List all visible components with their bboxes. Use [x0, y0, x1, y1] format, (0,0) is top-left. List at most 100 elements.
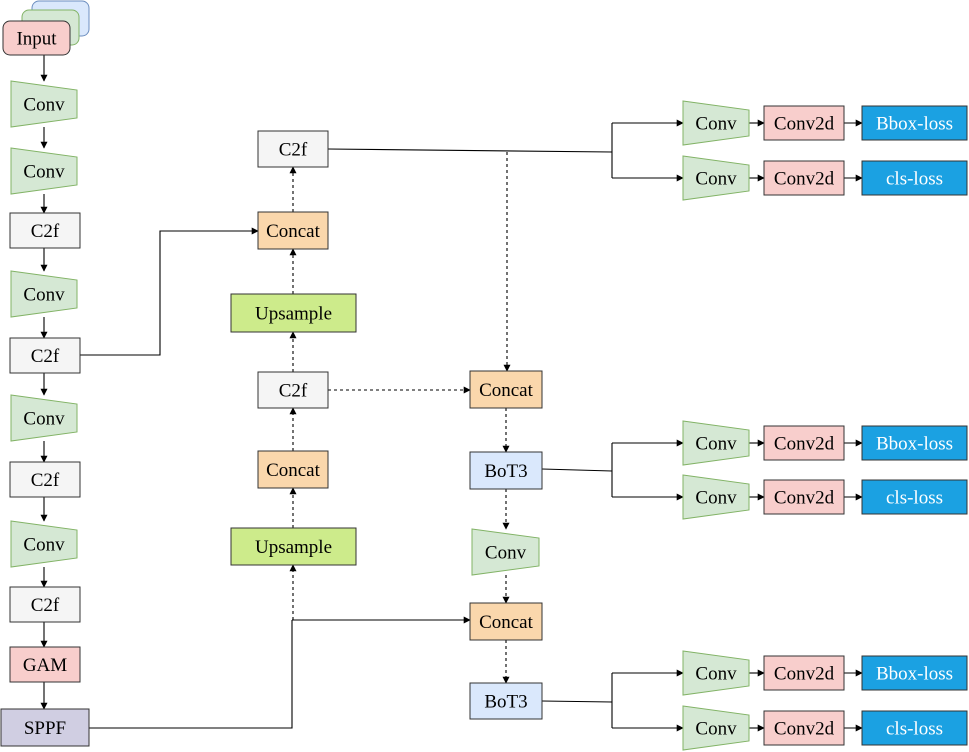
head-1-row-2-conv-shape	[682, 155, 750, 201]
head-2-row-1-conv2d-box	[763, 425, 845, 461]
backbone-conv-8: Conv	[10, 520, 78, 568]
backbone-c2f-7: C2f	[9, 461, 81, 498]
head-1-row-1-loss-label: Bbox-loss	[876, 114, 953, 135]
head-2-row-1-loss: Bbox-loss	[861, 425, 968, 461]
neck-conv-label: Conv	[485, 543, 527, 564]
head-1-row-1-conv-label: Conv	[695, 114, 737, 135]
head-1-row-1-conv2d-label: Conv2d	[774, 114, 835, 135]
backbone-c2f-7-label: C2f	[31, 470, 60, 491]
neck-concat-4-label: Concat	[479, 612, 534, 633]
backbone-conv-6: Conv	[10, 394, 78, 442]
backbone-sppf-11-label: SPPF	[24, 718, 66, 739]
neck-bot3-2-box	[469, 682, 543, 720]
neck-bot3-1-label: BoT3	[484, 461, 527, 482]
head-1-row-2-conv2d-label: Conv2d	[774, 169, 835, 190]
edge-bot3-1-to-head2	[541, 468, 613, 472]
edge-bot3-2-to-head3	[541, 700, 613, 703]
neck-conv-shape	[471, 528, 540, 576]
neck-bot3-1-box	[469, 451, 543, 490]
head-2-row-2-conv-shape	[682, 474, 750, 520]
neck-c2f-mid-label: C2f	[279, 381, 308, 402]
head-1-row-2-loss-label: cls-loss	[886, 169, 943, 190]
edge-sppf-trunk	[89, 620, 293, 729]
head-1-row-2-conv2d: Conv2d	[763, 160, 845, 196]
neck-bot3-2: BoT3	[469, 682, 543, 720]
backbone-conv-6-label: Conv	[23, 409, 65, 430]
backbone-c2f-9-box	[9, 586, 81, 623]
head-3-row-1-loss-box	[861, 655, 968, 691]
neck-upsample-1: Upsample	[230, 293, 357, 333]
head-1-row-1-loss: Bbox-loss	[861, 105, 968, 141]
backbone-conv-4-label: Conv	[23, 285, 65, 306]
head-3-row-1-loss: Bbox-loss	[861, 655, 968, 691]
input-block-label: Input	[16, 29, 57, 50]
backbone-c2f-3-label: C2f	[31, 221, 60, 242]
head-3-row-2-conv2d: Conv2d	[763, 710, 845, 746]
neck-c2f-top: C2f	[257, 130, 329, 168]
backbone-c2f-7-box	[9, 461, 81, 498]
neck-concat-4-box	[469, 602, 543, 641]
edge-backbone-c2f-to-concat1	[80, 227, 259, 356]
head-1-row-2-conv: Conv	[682, 155, 750, 201]
head-3-row-2-loss-box	[861, 710, 968, 746]
head-2-row-1-loss-box	[861, 425, 968, 461]
neck-bot3-1: BoT3	[469, 451, 543, 490]
head-3-row-1-conv2d-box	[763, 655, 845, 691]
backbone-gam-10-box	[9, 646, 81, 683]
head-1-row-1-conv2d-box	[763, 105, 845, 141]
neck-c2f-top-box	[257, 130, 329, 168]
head-1-row-2-loss-box	[861, 160, 968, 196]
backbone-conv-1-label: Conv	[23, 95, 65, 116]
neck-concat-2-label: Concat	[266, 460, 321, 481]
head-2-row-1-loss-label: Bbox-loss	[876, 434, 953, 455]
head-1-row-2-conv-label: Conv	[695, 169, 737, 190]
neck-concat-3-box	[469, 370, 543, 409]
head-1-row-1-conv2d: Conv2d	[763, 105, 845, 141]
backbone-c2f-3: C2f	[9, 212, 81, 249]
head-3-row-1-conv2d-label: Conv2d	[774, 664, 835, 685]
neck-concat-3: Concat	[469, 370, 543, 409]
backbone-c2f-5: C2f	[9, 337, 81, 374]
head-3-row-1-conv: Conv	[682, 650, 750, 696]
neck-bot3-2-label: BoT3	[484, 692, 527, 713]
head-3-row-2-conv-shape	[682, 705, 750, 751]
backbone-conv-4: Conv	[10, 270, 78, 318]
head-2-row-2-conv2d-label: Conv2d	[774, 488, 835, 509]
head-2-row-1-conv2d-label: Conv2d	[774, 434, 835, 455]
backbone-c2f-9-label: C2f	[31, 595, 60, 616]
head-1-row-2-loss: cls-loss	[861, 160, 968, 196]
head-2-row-2-loss-label: cls-loss	[886, 488, 943, 509]
backbone-conv-1-shape	[10, 80, 78, 128]
backbone-conv-4-shape	[10, 270, 78, 318]
neck-c2f-mid: C2f	[257, 371, 329, 409]
head-3-row-1-conv-shape	[682, 650, 750, 696]
backbone-c2f-9: C2f	[9, 586, 81, 623]
neck-conv: Conv	[471, 528, 540, 576]
head-3-row-1-loss-label: Bbox-loss	[876, 664, 953, 685]
neck-c2f-top-label: C2f	[279, 140, 308, 161]
head-3-row-1-conv-label: Conv	[695, 664, 737, 685]
backbone-conv-2: Conv	[10, 147, 78, 195]
head-1-row-1-conv: Conv	[682, 100, 750, 146]
head-1-row-2-conv2d-box	[763, 160, 845, 196]
backbone-conv-6-shape	[10, 394, 78, 442]
head-2-row-1-conv: Conv	[682, 420, 750, 466]
neck-upsample-2-label: Upsample	[255, 537, 332, 558]
head-2-row-2-loss-box	[861, 479, 968, 515]
edge-c2ftop-to-head1	[327, 148, 613, 153]
head-3-row-2-loss: cls-loss	[861, 710, 968, 746]
neck-upsample-2: Upsample	[230, 527, 357, 566]
backbone-gam-10-label: GAM	[23, 655, 67, 676]
backbone-c2f-3-box	[9, 212, 81, 249]
neck-concat-1-box	[257, 211, 329, 250]
head-3-row-2-conv2d-box	[763, 710, 845, 746]
neck-upsample-2-box	[230, 527, 357, 566]
head-2-row-2-conv2d-box	[763, 479, 845, 515]
backbone-gam-10: GAM	[9, 646, 81, 683]
neck-concat-4: Concat	[469, 602, 543, 641]
backbone-c2f-5-box	[9, 337, 81, 374]
backbone-conv-8-label: Conv	[23, 535, 65, 556]
neck-concat-2-box	[257, 450, 329, 489]
head-3-row-1-conv2d: Conv2d	[763, 655, 845, 691]
